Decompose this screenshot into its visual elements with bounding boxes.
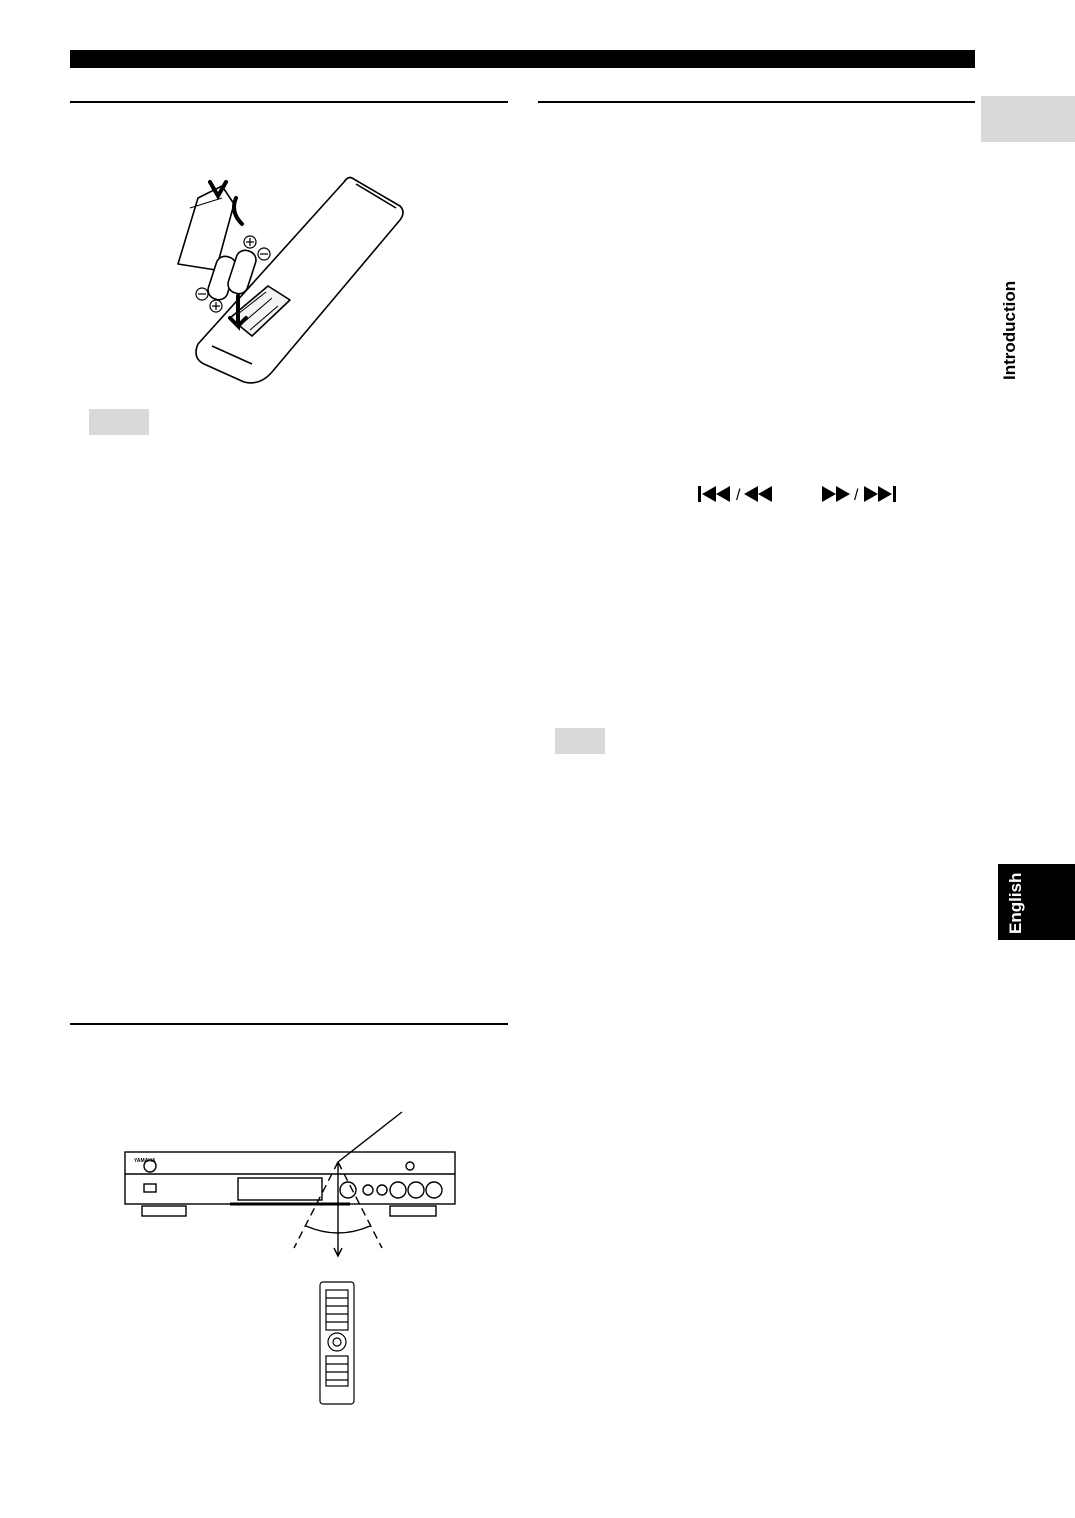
section-rule-left-top [70, 101, 508, 103]
section-rule-right-top [538, 101, 975, 103]
player-remote-sensor-illustration: YAMAHA [124, 1111, 456, 1405]
svg-text:YAMAHA: YAMAHA [134, 1158, 156, 1164]
section-rule-left-bottom [70, 1023, 508, 1025]
side-label-english: English [1006, 872, 1025, 934]
side-tab-gray [981, 96, 1075, 142]
skip-symbols-row: / / [698, 483, 908, 505]
side-label-introduction: Introduction [1000, 280, 1019, 380]
skip-back-rewind-icon: / [698, 486, 772, 503]
side-tab-english [998, 864, 1075, 940]
note-box-left [89, 409, 149, 435]
svg-text:/: / [854, 487, 859, 503]
page-header-bar [70, 50, 975, 68]
remote-battery-insertion-illustration [177, 176, 404, 384]
note-box-right [555, 728, 605, 754]
svg-text:/: / [736, 487, 741, 503]
fast-forward-skip-icon: / [822, 486, 896, 503]
